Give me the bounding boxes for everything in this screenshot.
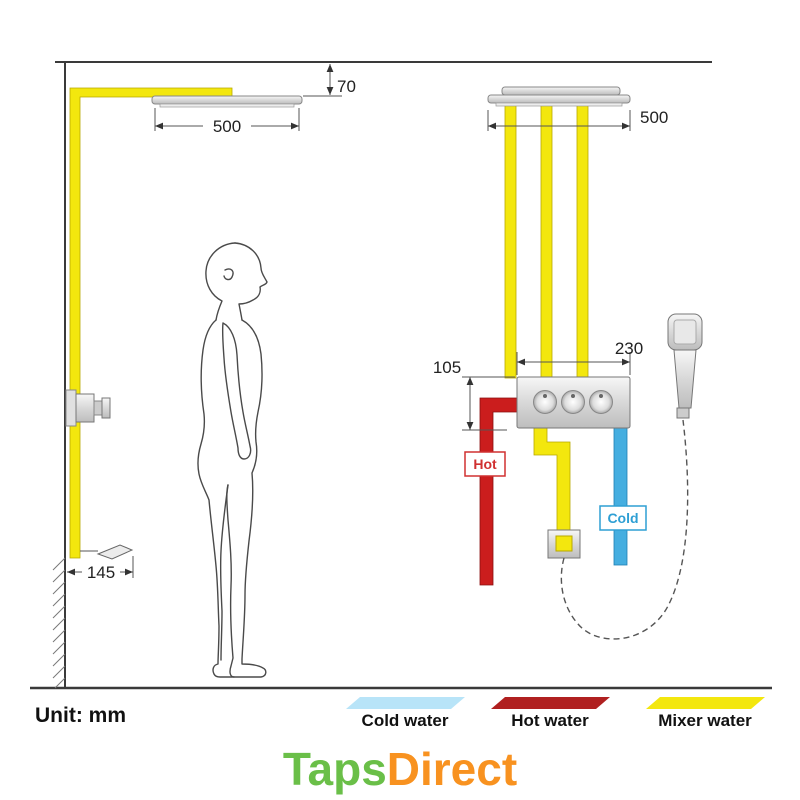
cold-pipe xyxy=(613,427,628,566)
dim-label-mask xyxy=(82,562,120,581)
hot-label-box xyxy=(464,451,506,477)
knob-indicator xyxy=(571,394,575,398)
hand-shower-nut xyxy=(676,407,690,419)
figure-inner-leg xyxy=(219,484,229,661)
figure-head-back xyxy=(205,242,236,321)
holder-bracket xyxy=(96,544,134,560)
shower-head-right xyxy=(487,86,631,107)
arrowhead xyxy=(67,568,75,576)
cold-water-swatch xyxy=(346,697,465,709)
wall-mixer-valve xyxy=(65,389,111,427)
valve-body xyxy=(75,393,95,423)
shower-head-right-lip xyxy=(495,102,623,107)
wall-outlet-port xyxy=(555,535,573,552)
legend-item-hot: Hot water xyxy=(491,697,610,730)
arrowhead xyxy=(517,358,525,366)
hand-shower xyxy=(667,313,703,419)
wall-hatching xyxy=(52,557,66,689)
knob-indicator xyxy=(599,394,603,398)
arrowhead xyxy=(488,122,496,130)
handshower-holder xyxy=(80,544,134,560)
mixer-water-label: Mixer water xyxy=(658,711,752,730)
shower-head-right-base xyxy=(501,86,621,96)
shower-head-left-lip xyxy=(159,103,295,108)
cold-water-label: Cold water xyxy=(362,711,449,730)
shower-hose xyxy=(560,419,689,640)
human-figure xyxy=(197,242,268,678)
dim-holder-offset: 145 xyxy=(67,556,134,582)
arrowhead xyxy=(291,122,299,130)
legend-item-mixer: Mixer water xyxy=(646,697,765,730)
shower-head-left xyxy=(151,95,303,108)
dim-right-head-width: 500 xyxy=(487,108,668,131)
shower-head-left-disc xyxy=(151,95,303,105)
room-outline xyxy=(30,61,772,690)
unit-label: Unit: mm xyxy=(35,704,126,727)
figure-front-outline xyxy=(226,319,267,678)
figure-face xyxy=(234,242,268,321)
valve-knob xyxy=(561,390,585,414)
right-shower-assembly xyxy=(479,86,703,640)
arrowhead xyxy=(622,358,630,366)
mixer-pipe-down-2 xyxy=(540,102,553,379)
dim-230-value: 230 xyxy=(615,339,643,358)
hot-water-swatch xyxy=(491,697,610,709)
watermark-taps: Taps xyxy=(283,743,387,795)
hot-label: Hot xyxy=(464,451,506,477)
dim-valve-width: 230 xyxy=(516,339,643,375)
cold-label-text: Cold xyxy=(607,510,638,526)
figure-back-outline xyxy=(197,319,235,678)
dim-left-head-width: 500 xyxy=(154,108,300,136)
arrowhead xyxy=(326,87,334,95)
left-shower-assembly xyxy=(65,87,303,560)
dim-145-value: 145 xyxy=(87,563,115,582)
watermark-direct: Direct xyxy=(387,743,517,795)
mixer-pipe-down-1 xyxy=(504,102,517,379)
valve-stem xyxy=(93,400,103,416)
arrowhead xyxy=(326,64,334,72)
mixer-pipe-down-3 xyxy=(576,102,589,379)
mixer-water-swatch xyxy=(646,697,765,709)
mixer-valve-box xyxy=(516,376,631,429)
cold-label-box xyxy=(599,505,647,531)
legend: Unit: mm Cold water Hot water Mixer wate… xyxy=(35,697,765,730)
arrowhead xyxy=(125,568,133,576)
hot-label-text: Hot xyxy=(473,456,497,472)
figure-ear xyxy=(223,268,234,281)
valve-knob xyxy=(533,390,557,414)
dim-ceiling-to-head: 70 xyxy=(303,64,356,97)
arrowhead xyxy=(466,422,474,430)
hand-shower-handle xyxy=(673,349,697,409)
dim-valve-drop: 105 xyxy=(433,358,515,431)
wall-outlet xyxy=(547,529,581,559)
valve-backplate xyxy=(65,389,77,427)
dim-70-value: 70 xyxy=(337,77,356,96)
legend-item-cold: Cold water xyxy=(346,697,465,730)
arrowhead xyxy=(155,122,163,130)
mixer-pipe-left xyxy=(69,87,233,559)
hot-water-label: Hot water xyxy=(511,711,589,730)
arrowhead xyxy=(622,122,630,130)
valve-knob xyxy=(589,390,613,414)
arrowhead xyxy=(466,377,474,385)
dim-500-left-value: 500 xyxy=(213,117,241,136)
knob-indicator xyxy=(543,394,547,398)
dim-label-mask xyxy=(203,115,251,135)
shower-head-right-disc xyxy=(487,94,631,104)
dim-500-right-value: 500 xyxy=(640,108,668,127)
figure-arm xyxy=(221,322,252,460)
cold-label: Cold xyxy=(599,505,647,531)
watermark-text: TapsDirect xyxy=(283,743,517,795)
dim-105-value: 105 xyxy=(433,358,461,377)
watermark: TapsDirect xyxy=(283,743,517,795)
valve-handle xyxy=(101,397,111,419)
hand-shower-face xyxy=(673,319,697,345)
